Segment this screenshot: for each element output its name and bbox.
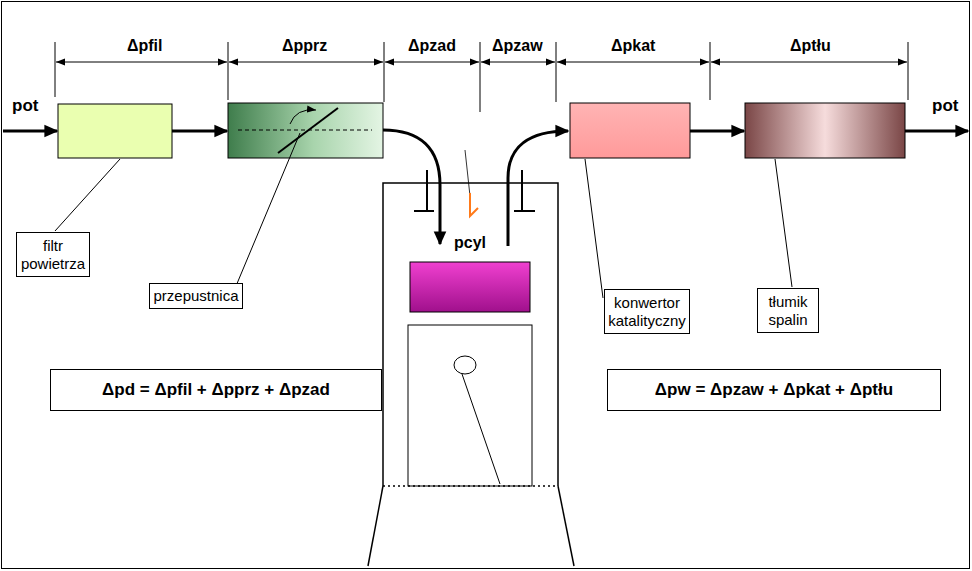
spark-plug: [470, 193, 478, 216]
callout-box: przepustnica: [149, 283, 243, 309]
pressure-drop-label: Δpfil: [126, 37, 164, 55]
throttle-plate: [278, 108, 338, 153]
muffler: [745, 103, 905, 158]
leader-lines: [55, 133, 792, 298]
pressure-label: pot: [11, 97, 39, 116]
callout-text: przepustnica: [153, 287, 238, 305]
formula-box: Δpw = Δpzaw + Δpkat + Δptłu: [607, 369, 941, 411]
spark-plug-lead: [465, 150, 470, 196]
formula-text: Δpd = Δpfil + Δpprz + Δpzad: [102, 380, 330, 400]
piston: [410, 262, 530, 312]
flow-arrows: [3, 130, 968, 246]
callout-text: konwertor katalityczny: [608, 294, 686, 330]
piston-pin: [454, 356, 476, 374]
throttle-body: [228, 103, 383, 158]
connecting-rod: [462, 374, 500, 484]
pressure-drop-label: Δptłu: [789, 37, 832, 55]
pressure-drop-label: Δpkat: [610, 37, 656, 55]
pressure-drop-label: Δpprz: [281, 37, 328, 55]
catalytic-converter: [570, 103, 690, 158]
pressure-drop-label: Δpzad: [407, 37, 457, 55]
callout-box: filtr powietrza: [16, 232, 90, 277]
cylinder-pressure-label: pcyl: [453, 234, 487, 252]
piston-skirt: [408, 325, 532, 486]
formula-box: Δpd = Δpfil + Δpprz + Δpzad: [50, 369, 382, 411]
callout-box: konwertor katalityczny: [604, 289, 690, 334]
pressure-label: pot: [931, 97, 959, 116]
air-filter: [58, 104, 172, 158]
dimension-arrows: [56, 62, 907, 63]
callout-text: tłumik spalin: [763, 293, 813, 329]
callout-text: filtr powietrza: [21, 237, 85, 273]
dimension-ticks: [55, 42, 908, 112]
pressure-drop-label: Δpzaw: [491, 37, 544, 55]
throttle-rotation: [290, 110, 316, 124]
formula-text: Δpw = Δpzaw + Δpkat + Δptłu: [655, 380, 893, 400]
throttle-axis: [238, 130, 372, 131]
valves: [414, 170, 535, 211]
cylinder: [368, 183, 574, 566]
callout-box: tłumik spalin: [757, 288, 819, 333]
